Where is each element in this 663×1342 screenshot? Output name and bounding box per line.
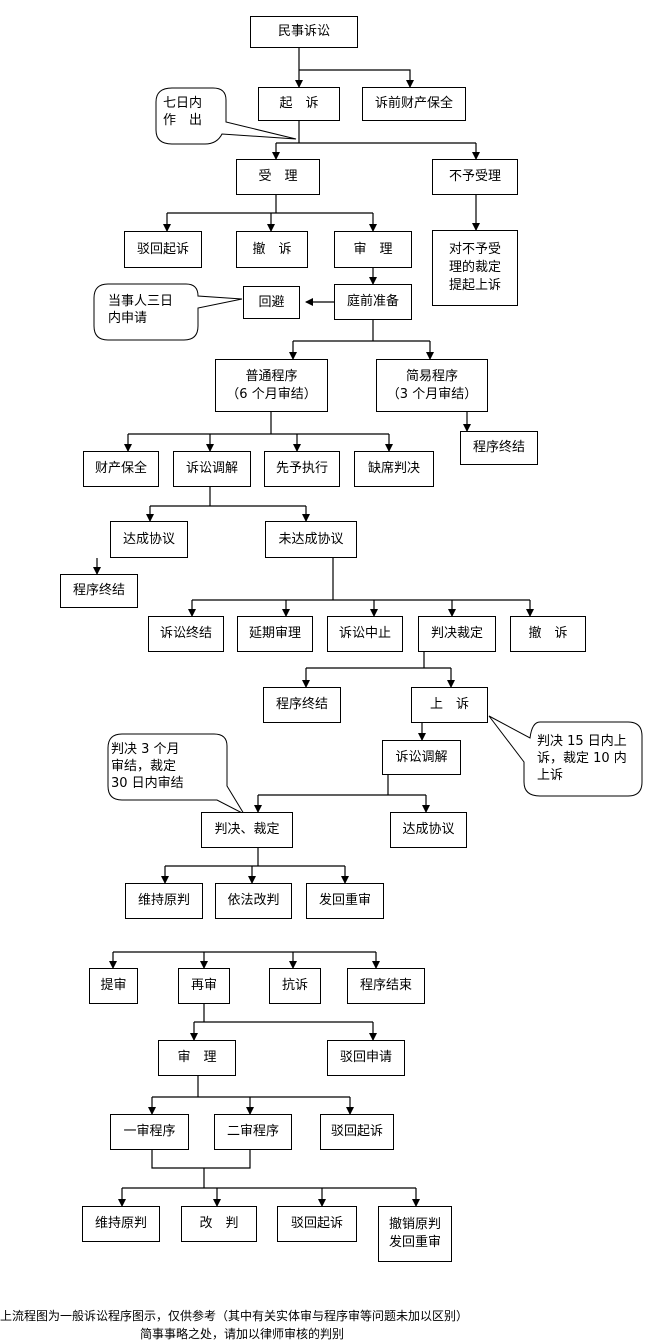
node-mediation: 诉讼调解 xyxy=(173,451,251,487)
node-dismiss-suit-retrial: 驳回起诉 xyxy=(320,1114,394,1150)
node-recusal: 回避 xyxy=(243,286,300,319)
node-ordinary-procedure: 普通程序 （6 个月审结） xyxy=(215,359,328,412)
callout-recusal-text: 当事人三日 内申请 xyxy=(108,294,174,326)
node-amend-retrial: 改 判 xyxy=(181,1206,257,1242)
node-ruling-appeal: 对不予受 理的裁定 提起上诉 xyxy=(432,230,518,306)
node-dismiss-suit-final: 驳回起诉 xyxy=(277,1206,357,1242)
node-pretrial: 庭前准备 xyxy=(334,284,412,320)
node-default-judgment: 缺席判决 xyxy=(354,451,434,487)
node-retrial: 再审 xyxy=(178,968,230,1004)
node-first-instance: 一审程序 xyxy=(110,1114,189,1150)
node-second-instance: 二审程序 xyxy=(214,1114,292,1150)
callout-bubble-7days xyxy=(155,87,297,145)
node-litigation-suspend: 诉讼中止 xyxy=(327,616,403,652)
node-bring-up: 提审 xyxy=(89,968,138,1004)
node-trial: 审 理 xyxy=(334,231,412,268)
node-pre-suit-preservation: 诉前财产保全 xyxy=(362,87,466,121)
node-sue: 起 诉 xyxy=(258,87,340,121)
node-amend: 依法改判 xyxy=(215,883,292,919)
callout-7days-text: 七日内 作 出 xyxy=(163,96,203,128)
footer-note: 上流程图为一般诉讼程序图示，仅供参考（其中有关实体审与程序审等问题未加以区别） xyxy=(0,1309,469,1323)
callout-judgment-text: 判决 3 个月 审结，裁定 30 日内审结 xyxy=(111,742,184,791)
node-postponed-trial: 延期审理 xyxy=(237,616,313,652)
node-dismiss-suit: 驳回起诉 xyxy=(124,231,202,268)
callout-bubble-recusal xyxy=(93,283,243,341)
node-protest: 抗诉 xyxy=(269,968,321,1004)
node-property-preservation: 财产保全 xyxy=(83,451,159,487)
node-remand: 发回重审 xyxy=(306,883,384,919)
node-judgment-ruling-appeal: 判决、裁定 xyxy=(201,812,293,848)
callout-bubble-appeal xyxy=(488,715,643,797)
node-procedure-end-judgment: 程序终结 xyxy=(263,687,341,723)
node-mediation-appeal: 诉讼调解 xyxy=(382,740,461,775)
node-civil-litigation: 民事诉讼 xyxy=(250,16,358,48)
callout-bubble-judgment xyxy=(107,733,246,816)
node-procedure-over: 程序结束 xyxy=(347,968,425,1004)
node-procedure-end-simple: 程序终结 xyxy=(460,431,538,465)
node-uphold: 维持原判 xyxy=(125,883,203,919)
node-dismiss-application: 驳回申请 xyxy=(327,1040,405,1076)
node-revoke-remand: 撤销原判 发回重审 xyxy=(378,1206,452,1262)
node-advance-execution: 先予执行 xyxy=(264,451,340,487)
node-litigation-end: 诉讼终结 xyxy=(148,616,224,652)
node-uphold-retrial: 维持原判 xyxy=(82,1206,160,1242)
node-appeal: 上 诉 xyxy=(411,687,488,723)
node-simple-procedure: 简易程序 （3 个月审结） xyxy=(376,359,488,412)
node-no-agreement: 未达成协议 xyxy=(265,521,357,558)
node-agreement: 达成协议 xyxy=(110,521,188,558)
node-agreement-appeal: 达成协议 xyxy=(390,812,467,848)
node-retrial-trial: 审 理 xyxy=(158,1040,236,1076)
node-judgment-ruling: 判决裁定 xyxy=(418,616,496,652)
node-withdraw: 撤 诉 xyxy=(510,616,586,652)
node-reject-accept: 不予受理 xyxy=(432,159,518,195)
callout-appeal-text: 判决 15 日内上 诉，裁定 10 内 上诉 xyxy=(537,734,627,783)
node-procedure-end-agreement: 程序终结 xyxy=(60,574,138,608)
node-withdraw-suit: 撤 诉 xyxy=(236,231,308,268)
footer-note-2: 简事事略之处，请加以律师审核的判别 xyxy=(140,1327,345,1341)
node-accept: 受 理 xyxy=(236,159,320,195)
